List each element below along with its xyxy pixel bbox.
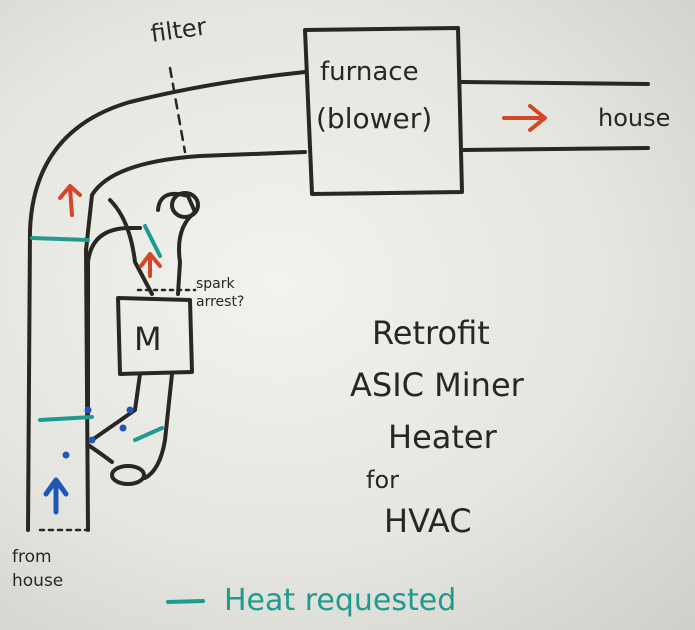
damper-lower-left: [38, 415, 94, 422]
from-label-line1: from: [12, 547, 52, 567]
spark-label-line2: arrest?: [196, 294, 244, 310]
miner-label: M: [134, 320, 162, 358]
title-line4: for: [366, 466, 399, 494]
air-dot: [84, 406, 92, 414]
return-lower-branch: [86, 443, 114, 464]
air-dot: [119, 424, 127, 432]
legend-swatch: [166, 599, 205, 604]
spark-label-line1: spark: [196, 276, 236, 292]
return-duct-inner-wall: [84, 150, 307, 532]
air-dot: [62, 451, 70, 459]
supply-duct-top: [460, 80, 650, 86]
return-duct-outer-wall: [26, 70, 307, 532]
furnace-box: [303, 26, 464, 196]
intake-pipe-opening: [110, 464, 146, 486]
filter-label: filter: [149, 12, 208, 48]
title-line2: ASIC Miner: [350, 366, 525, 404]
damper-lower-right: [133, 426, 164, 442]
air-dot: [88, 436, 96, 444]
bypass-upper-neck: [108, 198, 154, 296]
air-dot: [126, 406, 134, 414]
from-label-line2: house: [12, 571, 63, 591]
flow-arrow-supply: [502, 104, 547, 132]
miner-lower-left: [90, 372, 142, 442]
supply-duct-bottom: [460, 146, 650, 152]
furnace-label: furnace: [320, 57, 419, 87]
title-line5: HVAC: [384, 502, 472, 540]
damper-upper-left: [30, 236, 90, 242]
flow-arrow-intake: [43, 477, 69, 515]
miner-box: [116, 296, 194, 376]
exhaust-pipe-opening: [170, 191, 200, 219]
filter-line: [168, 66, 187, 154]
bypass-elbow-outer: [156, 191, 197, 296]
blower-label: (blower): [316, 102, 432, 135]
flow-arrow-miner: [139, 252, 162, 278]
legend-label: Heat requested: [224, 583, 456, 618]
house-label: house: [598, 104, 670, 132]
damper-upper-right: [143, 224, 162, 258]
title-line1: Retrofit: [372, 314, 490, 352]
miner-lower-right: [143, 372, 174, 480]
title-line3: Heater: [388, 418, 498, 456]
flow-arrow-return: [58, 184, 82, 217]
